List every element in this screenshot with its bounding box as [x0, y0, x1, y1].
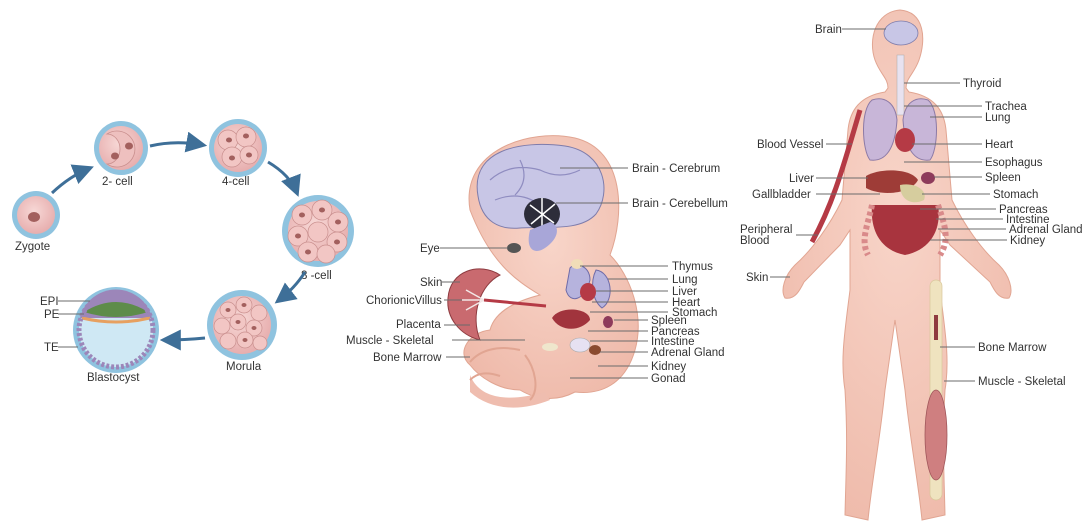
morula — [207, 290, 277, 360]
fetus-kidney-label: Kidney — [651, 361, 686, 373]
adult-peripheral-blood-label-line2: Blood — [740, 235, 769, 247]
adult-gallbladder-label: Gallbladder — [752, 189, 811, 201]
te-label: TE — [44, 342, 59, 354]
fetus-adrenal-gland-label: Adrenal Gland — [651, 347, 725, 359]
early-development-panel: Zygote 2- cell 4-cell — [12, 119, 354, 384]
zygote-label: Zygote — [15, 241, 50, 253]
epi-label: EPI — [40, 296, 59, 308]
pe-label: PE — [44, 309, 60, 321]
adult-muscle-skeletal-label: Muscle - Skeletal — [978, 376, 1066, 388]
fetus-brain-cerebrum-label: Brain - Cerebrum — [632, 163, 720, 175]
blastocyst — [73, 287, 159, 373]
fetus-lung-label: Lung — [672, 274, 698, 286]
adult-stomach-label: Stomach — [993, 189, 1038, 201]
adult-brain-label: Brain — [815, 24, 842, 36]
fetus-panel: Eye Skin ChorionicVillus Placenta Muscle… — [346, 136, 728, 408]
fetus-skin-label: Skin — [420, 277, 442, 289]
fetus-bone-marrow-label: Bone Marrow — [373, 352, 442, 364]
adult-skin-label: Skin — [746, 272, 768, 284]
eight-cell-embryo — [282, 195, 354, 267]
blastocyst-label: Blastocyst — [87, 372, 140, 384]
adult-bone-marrow-label: Bone Marrow — [978, 342, 1047, 354]
fetus-placenta-label: Placenta — [396, 319, 441, 331]
fetus-gonad-label: Gonad — [651, 373, 686, 385]
fetus-chorionic-villus-label: ChorionicVillus — [366, 295, 442, 307]
adult-liver-label: Liver — [789, 173, 814, 185]
morula-label: Morula — [226, 361, 262, 373]
adult-kidney-label: Kidney — [1010, 235, 1045, 247]
fetus-thymus-label: Thymus — [672, 261, 713, 273]
adult-esophagus-label: Esophagus — [985, 157, 1043, 169]
adult-thyroid-label: Thyroid — [963, 78, 1001, 90]
fetus-muscle-skeletal-label: Muscle - Skeletal — [346, 335, 434, 347]
four-cell-embryo — [209, 119, 267, 177]
two-cell-embryo — [94, 121, 148, 175]
adult-spleen-label: Spleen — [985, 172, 1021, 184]
adult-lung-label: Lung — [985, 112, 1011, 124]
adult-heart-label: Heart — [985, 139, 1014, 151]
fetus-eye-label: Eye — [420, 243, 440, 255]
fetus-illustration — [448, 136, 638, 408]
eight-cell-label: 8 -cell — [301, 270, 332, 282]
adult-panel: Brain Thyroid Trachea Lung Blood Vessel … — [740, 10, 1083, 520]
two-cell-label: 2- cell — [102, 176, 133, 188]
adult-blood-vessel-label: Blood Vessel — [757, 139, 824, 151]
fetus-brain-cerebellum-label: Brain - Cerebellum — [632, 198, 728, 210]
zygote-cell — [12, 191, 60, 239]
four-cell-label: 4-cell — [222, 176, 249, 188]
